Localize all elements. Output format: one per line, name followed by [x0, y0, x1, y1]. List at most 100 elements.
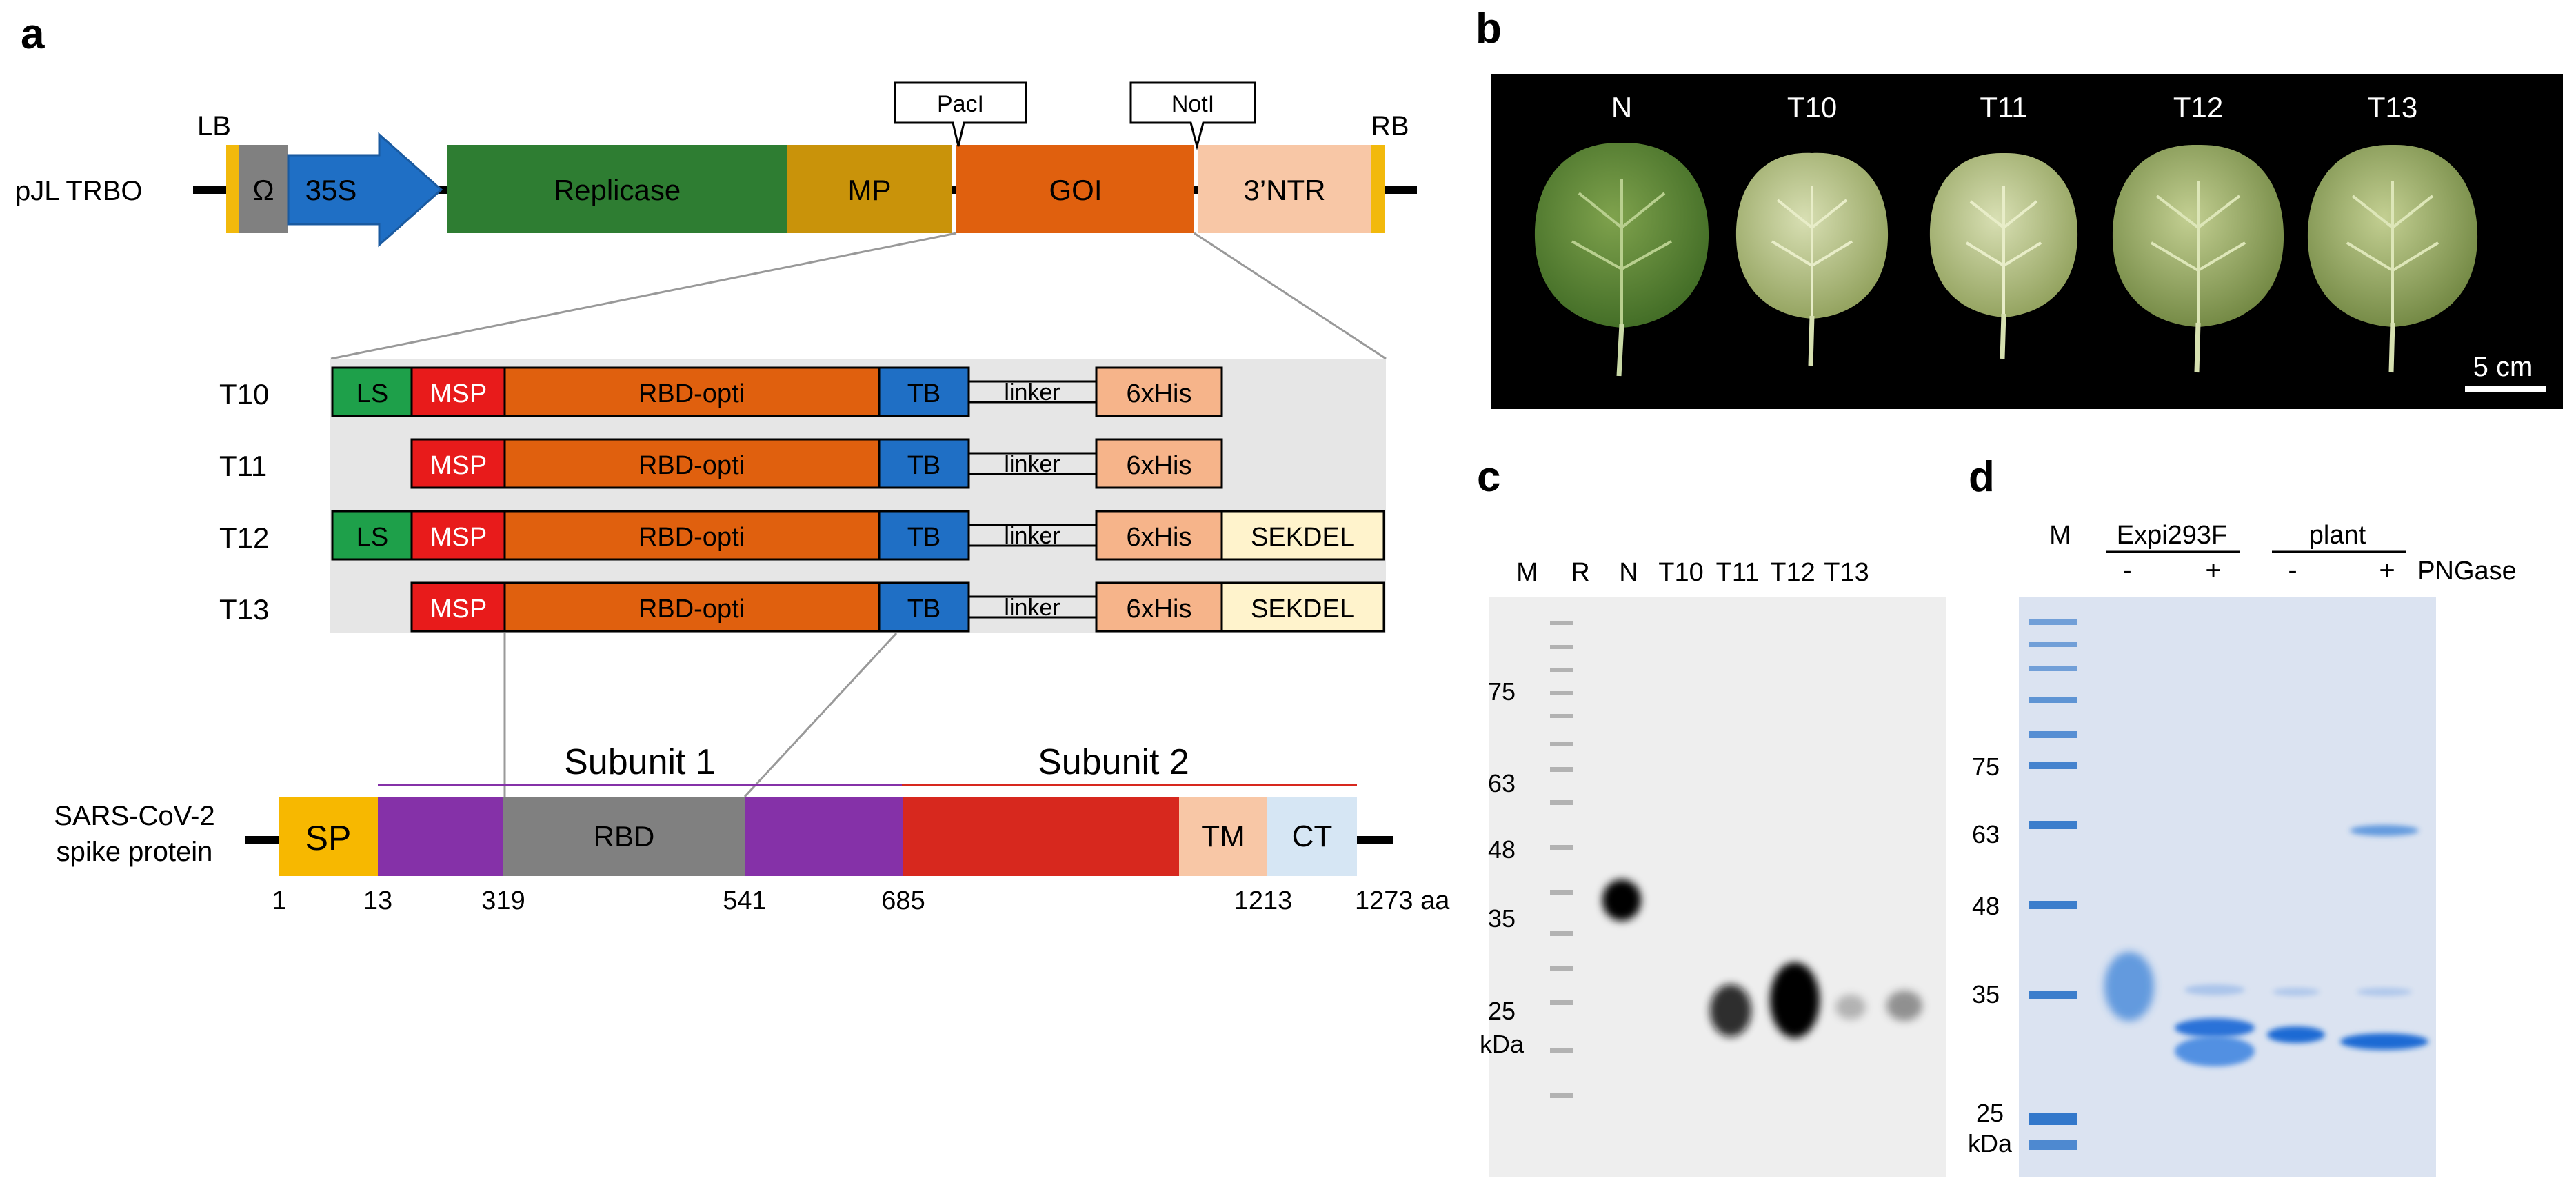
marker-label: 63 [1972, 820, 2000, 848]
rb-label: RB [1371, 111, 1409, 141]
western-blot: M R N T10 T11 T12 T13 75 63 48 35 25 kDa [1480, 558, 1946, 1177]
goi-label: GOI [1049, 174, 1102, 206]
sp-domain [279, 797, 378, 876]
band-expi-minus [2104, 952, 2154, 1021]
marker-label: 63 [1488, 769, 1516, 797]
marker-label: 75 [1488, 677, 1516, 706]
leaf-label: T12 [2173, 91, 2223, 123]
tb-block [878, 581, 970, 633]
group-label-expi293f: Expi293F [2117, 521, 2228, 550]
sekdel-block [1220, 510, 1385, 561]
leaf-label: T11 [1980, 91, 2027, 123]
ntr-label: 3’NTR [1243, 174, 1325, 206]
lane-label: T10 [1658, 558, 1703, 587]
linker-label: linker [1004, 451, 1060, 477]
spike-label-line2: spike protein [57, 837, 213, 867]
band-expi-plus-faint [2184, 984, 2245, 995]
marker-label: 48 [1972, 892, 2000, 920]
spike-label-line1: SARS-CoV-2 [54, 801, 214, 831]
tb-label: TB [907, 379, 941, 408]
tb-block [878, 510, 970, 561]
lane-label: N [1619, 558, 1638, 587]
linker-label: linker [1004, 379, 1060, 406]
ls-label: LS [356, 523, 388, 552]
msp-label: MSP [430, 595, 487, 624]
replicase-label: Replicase [554, 174, 681, 206]
construct-t10: LS MSP RBD-opti TB linker 6xHis [331, 366, 1223, 417]
sekdel-block [1220, 581, 1385, 633]
zoom-line-right [1194, 232, 1387, 360]
rbd-label: RBD [594, 820, 655, 853]
marker-label: 25 [1976, 1099, 2004, 1127]
band-t10 [1710, 984, 1751, 1037]
rbd-domain [503, 797, 745, 876]
position-label: 13 [363, 886, 392, 915]
position-label: 685 [881, 886, 925, 915]
position-label: 1 [272, 886, 286, 915]
omega-segment [239, 145, 288, 233]
scale-bar-label: 5 cm [2473, 352, 2533, 382]
s2-domain [903, 797, 1179, 876]
marker-label: 48 [1488, 835, 1516, 864]
ls-label: LS [356, 379, 388, 408]
marker-label: 35 [1488, 904, 1516, 933]
gel-ladder [2029, 619, 2077, 1150]
linker-label: linker [1004, 595, 1060, 621]
band-expi-plus-lower [2175, 1036, 2255, 1066]
treatment-label: - [2288, 555, 2297, 586]
leaf-label: T10 [1787, 91, 1837, 123]
lane-label: T11 [1716, 558, 1760, 587]
tb-block [878, 438, 970, 489]
band-t12 [1835, 995, 1866, 1020]
construct-label-t12: T12 [219, 521, 269, 554]
msp-label: MSP [430, 451, 487, 480]
band-expi-plus-upper [2175, 1018, 2255, 1037]
subunit2-label: Subunit 2 [1038, 742, 1189, 782]
noti-site: NotI [1129, 81, 1256, 150]
leaf-t13 [2307, 144, 2478, 373]
unit-label: kDa [1968, 1129, 2013, 1157]
lane-label: T13 [1824, 558, 1869, 587]
rb-border [1371, 145, 1385, 233]
band-plant-minus-faint [2273, 988, 2320, 996]
tm-domain [1179, 797, 1267, 876]
ntr-segment [1198, 145, 1371, 233]
sp-label: SP [305, 819, 352, 857]
band-plant-plus-faint [2357, 988, 2412, 996]
lane-label-m: M [2049, 521, 2071, 550]
zoom-line-left [330, 232, 957, 360]
marker-label: 75 [1972, 753, 2000, 781]
band-plant-plus [2340, 1033, 2428, 1050]
unit-label: kDa [1480, 1030, 1525, 1058]
lb-border [226, 145, 239, 233]
blot-ladder [1550, 621, 1573, 1098]
lane-label: M [1516, 558, 1538, 587]
marker-label: 25 [1488, 997, 1516, 1025]
leaf-label: N [1611, 91, 1632, 123]
tm-label: TM [1201, 819, 1245, 853]
lane-label: T12 [1770, 558, 1815, 587]
treatment-label: + [2379, 555, 2395, 586]
s1-ntd-domain [378, 797, 503, 876]
noti-label: NotI [1171, 91, 1214, 117]
sekdel-label: SEKDEL [1251, 595, 1354, 624]
leaf-label: T13 [2368, 91, 2417, 123]
constructs: T10 T11 T12 T13 LS MSP RBD-opti TB linke… [219, 359, 1386, 633]
ls-block [331, 510, 413, 561]
linker-label: linker [1004, 523, 1060, 549]
coomassie-gel: M Expi293F plant - + - + PNGase [1968, 521, 2517, 1177]
leaf-n [1534, 142, 1709, 377]
lane-label: R [1571, 558, 1589, 587]
construct-label-t10: T10 [219, 378, 269, 410]
construct-t11: MSP RBD-opti TB linker 6xHis [410, 438, 1223, 489]
mp-label: MP [848, 174, 892, 206]
band-r [1602, 879, 1641, 921]
his-label: 6xHis [1126, 379, 1191, 408]
msp-label: MSP [430, 523, 487, 552]
position-label: 1213 [1234, 886, 1293, 915]
panel-label-b: b [1476, 5, 1502, 52]
paci-site: PacI [894, 81, 1027, 147]
group-label-plant: plant [2309, 521, 2366, 550]
pngase-label: PNGase [2417, 557, 2517, 586]
leaf-photo: N T10 T11 T12 T13 [1491, 74, 2563, 409]
